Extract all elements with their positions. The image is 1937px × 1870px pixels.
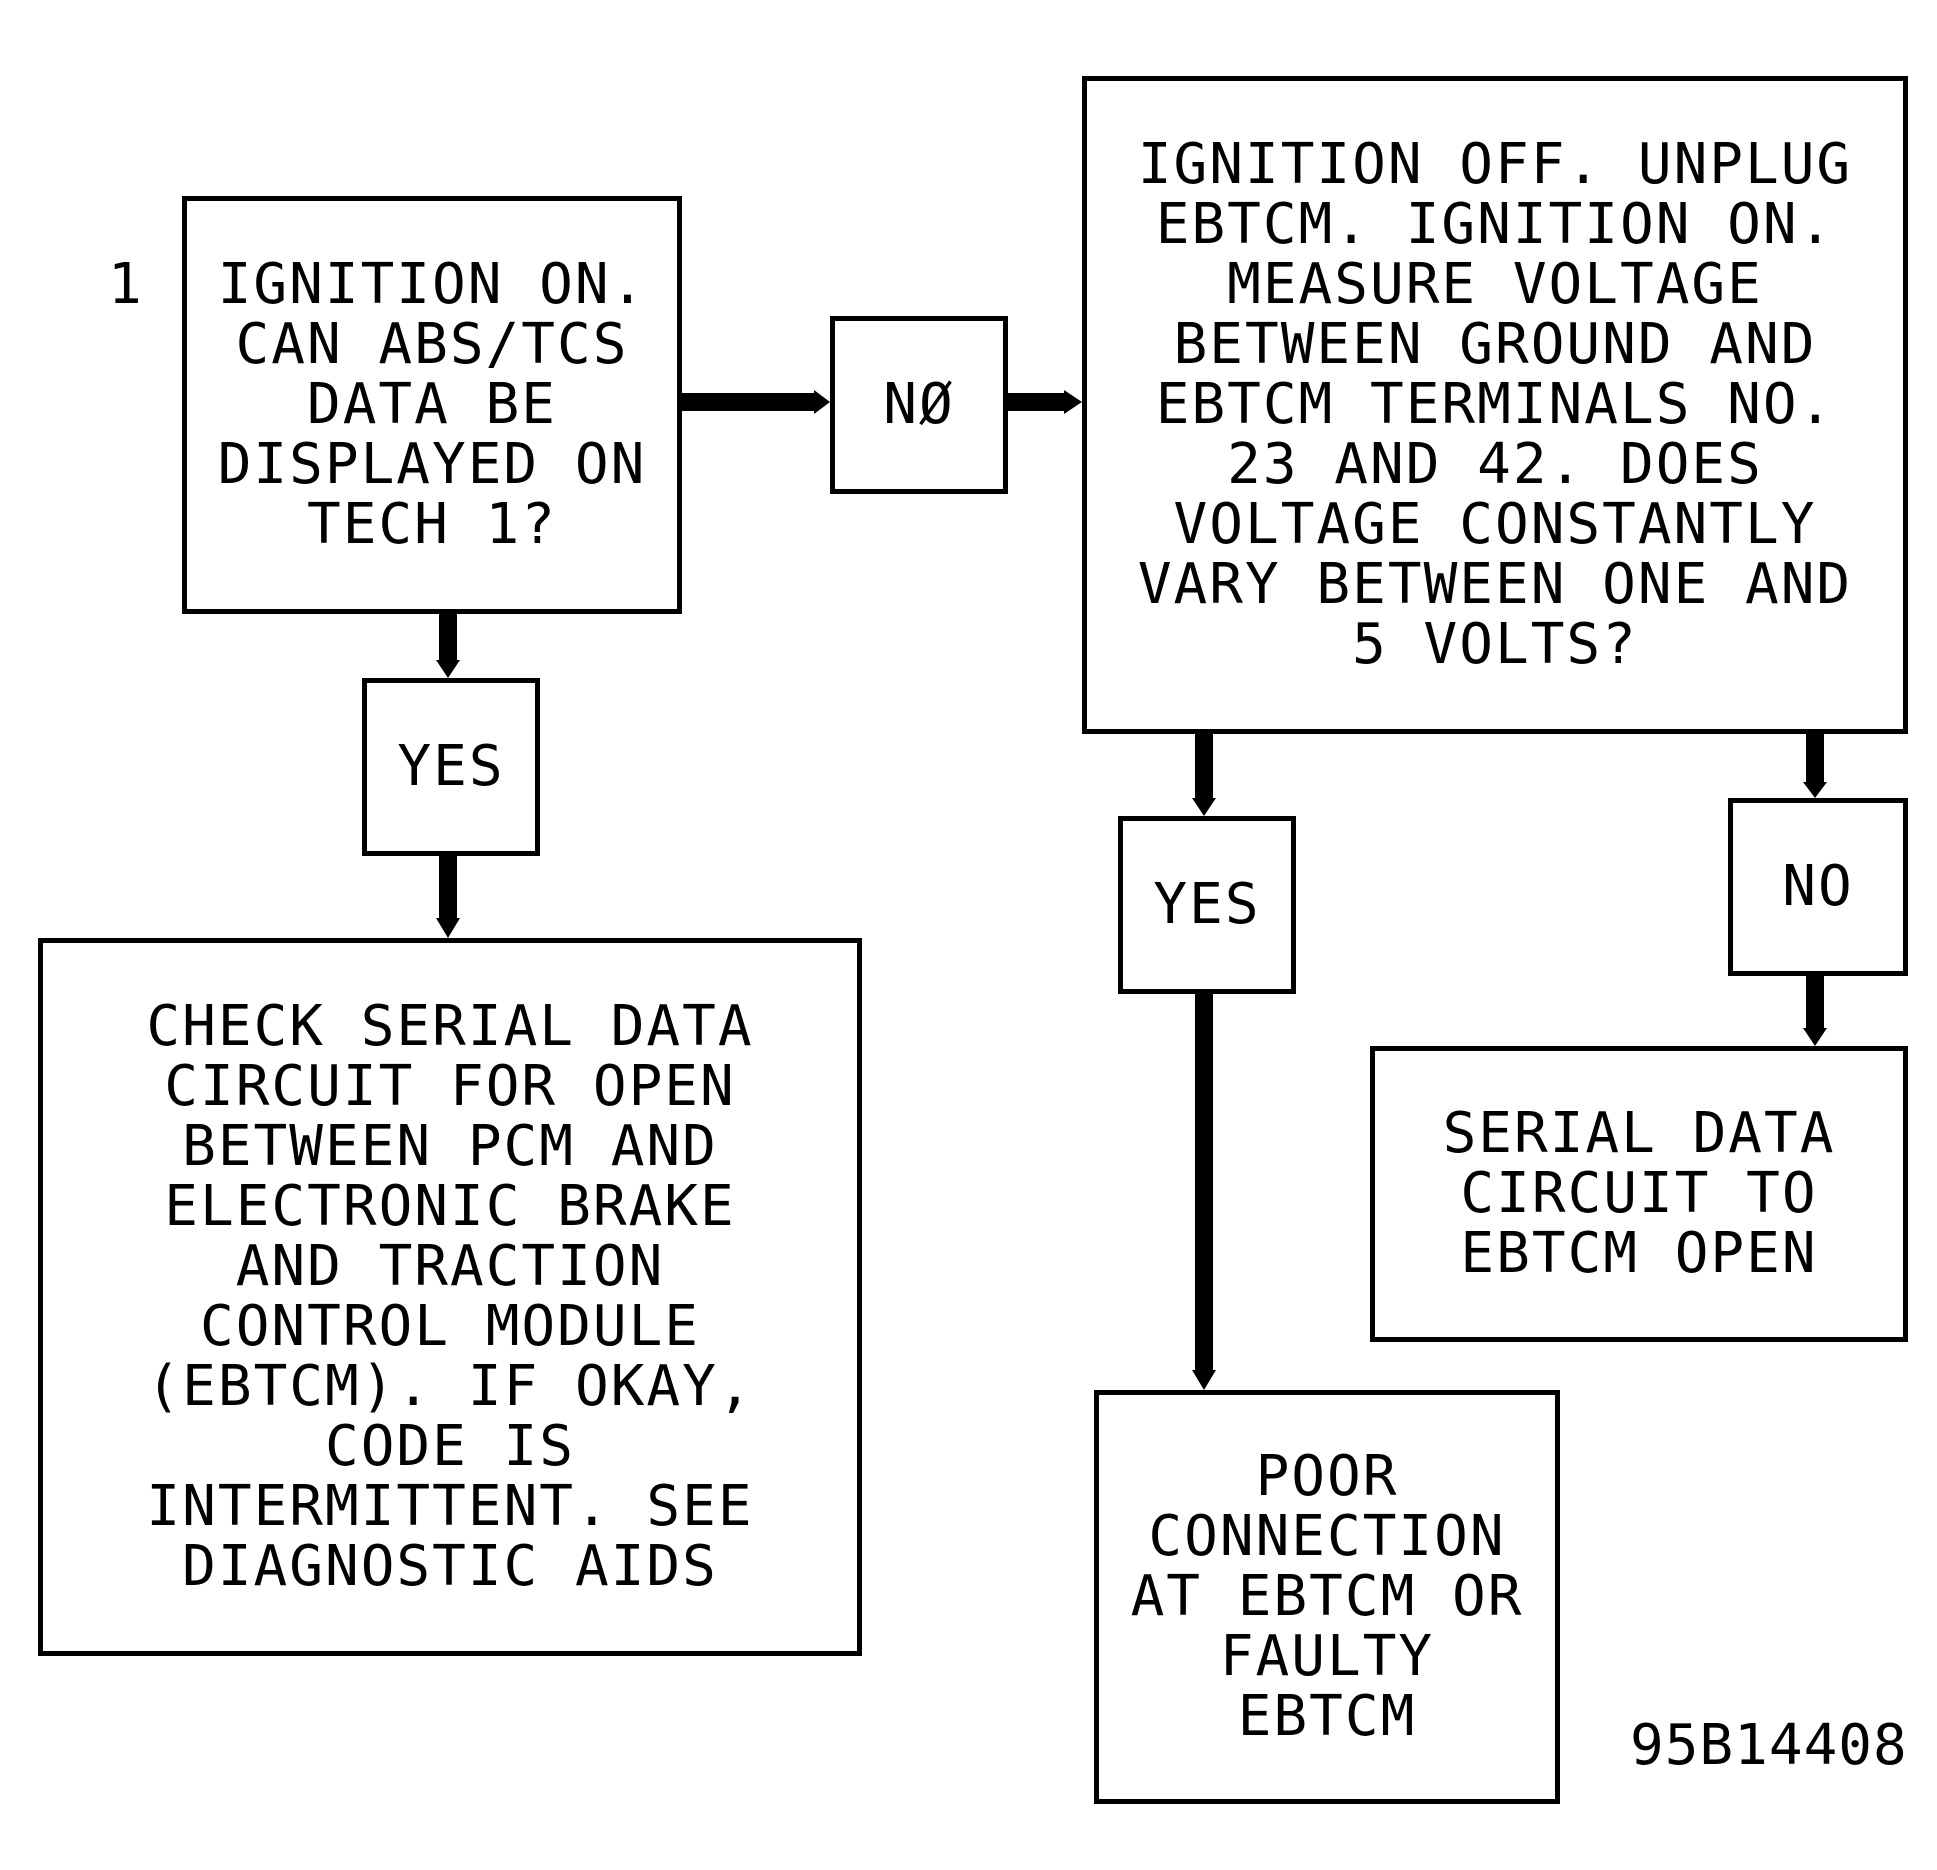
arrowhead-yes-to-check-serial [436, 918, 460, 938]
poor-connection-text: POOR CONNECTION AT EBTCM OR FAULTY EBTCM [1130, 1444, 1524, 1749]
check-serial-data-text: CHECK SERIAL DATA CIRCUIT FOR OPEN BETWE… [146, 994, 754, 1599]
arrowhead-start-to-no [814, 390, 830, 414]
no-branch-label-2: NO [1782, 854, 1854, 919]
poor-connection-box: POOR CONNECTION AT EBTCM OR FAULTY EBTCM [1094, 1390, 1560, 1804]
yes-branch-label-2: YES [1153, 872, 1261, 937]
no-branch-box-2: NO [1728, 798, 1908, 976]
check-serial-data-box: CHECK SERIAL DATA CIRCUIT FOR OPEN BETWE… [38, 938, 862, 1656]
start-question-text: IGNITION ON. CAN ABS/TCS DATA BE DISPLAY… [217, 252, 647, 557]
yes-branch-box-2: YES [1118, 816, 1296, 994]
arrowhead-no-to-serial-open [1803, 1028, 1827, 1046]
serial-data-open-box: SERIAL DATA CIRCUIT TO EBTCM OPEN [1370, 1046, 1908, 1342]
yes-branch-box-1: YES [362, 678, 540, 856]
no-branch-box-1: NØ [830, 316, 1008, 494]
arrowhead-measure-to-yes [1192, 798, 1216, 816]
yes-branch-label-1: YES [397, 734, 505, 799]
arrowhead-yes-to-poor-connection [1192, 1370, 1216, 1390]
measure-voltage-box: IGNITION OFF. UNPLUG EBTCM. IGNITION ON.… [1082, 76, 1908, 734]
measure-voltage-text: IGNITION OFF. UNPLUG EBTCM. IGNITION ON.… [1137, 132, 1853, 677]
step-number: 1 [108, 252, 142, 317]
no-branch-label-1: NØ [883, 372, 955, 437]
start-question-box: IGNITION ON. CAN ABS/TCS DATA BE DISPLAY… [182, 196, 682, 614]
arrowhead-start-to-yes [436, 660, 460, 678]
figure-id: 95B14408 [1630, 1713, 1908, 1778]
arrowhead-no-to-measure [1064, 390, 1082, 414]
serial-data-open-text: SERIAL DATA CIRCUIT TO EBTCM OPEN [1442, 1101, 1836, 1286]
arrowhead-measure-to-no [1803, 782, 1827, 798]
